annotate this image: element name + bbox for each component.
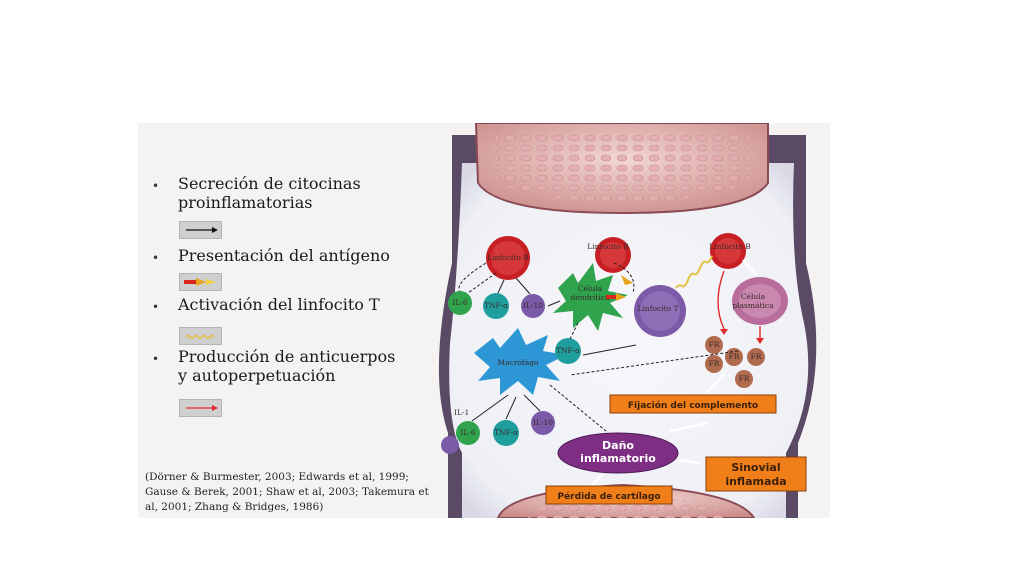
svg-text:FR: FR <box>709 340 720 349</box>
svg-text:TNF-α: TNF-α <box>494 428 518 437</box>
dano-inflamatorio-box: Daño inflamatorio <box>557 432 679 474</box>
production-arrows <box>717 270 761 338</box>
svg-text:inflamada: inflamada <box>725 475 786 488</box>
svg-text:IL-6: IL-6 <box>460 428 475 437</box>
legend-text-2: proinflamatorias <box>178 193 313 212</box>
macrofago: Macrófago <box>474 328 566 395</box>
citation-line: al, 2001; Zhang & Bridges, 1986) <box>145 501 324 513</box>
label-dendritica: dendrítica <box>571 293 610 302</box>
legend-swatch-activation <box>179 327 222 345</box>
svg-text:Pérdida de cartílago: Pérdida de cartílago <box>557 491 660 502</box>
fr-particle: FR <box>725 348 743 366</box>
fijacion-box: Fijación del complemento <box>609 394 777 414</box>
svg-text:FR: FR <box>751 352 762 361</box>
legend-item-secretion: Secreción de citocinas proinflamatorias <box>178 174 361 212</box>
label-il1: IL-1 <box>454 408 469 417</box>
svg-text:FR: FR <box>729 352 740 361</box>
legend-swatch-presentation <box>179 273 222 291</box>
label-linfocito-t: Linfocito T <box>637 304 678 313</box>
antigen-presentation-arrows <box>606 275 633 301</box>
linfocito-b-cell: Linfocito B <box>709 233 751 269</box>
svg-text:Daño: Daño <box>602 439 634 452</box>
label-macrofago: Macrófago <box>497 358 539 367</box>
activation-line <box>675 255 713 289</box>
cytokine-tnf: TNF-α <box>493 420 519 446</box>
arrows <box>458 262 739 432</box>
cytokine-il10: IL-10 <box>531 411 555 435</box>
legend-text: Activación del linfocito T <box>178 295 380 314</box>
citation: (Dörner & Burmester, 2003; Edwards et al… <box>145 470 445 515</box>
label-celula: Célula <box>741 292 766 301</box>
svg-text:inflamatorio: inflamatorio <box>580 452 656 465</box>
linfocito-b-cell: Linfocito B <box>587 237 631 273</box>
svg-text:FR: FR <box>739 374 750 383</box>
arrow-right-icon <box>186 227 218 233</box>
label-linfocito-b: Linfocito B <box>709 242 751 251</box>
fr-particle: FR <box>735 370 753 388</box>
label-celula: Célula <box>578 284 603 293</box>
label-plasmatica: plasmática <box>732 301 774 310</box>
label-linfocito-b: Linfocito B <box>487 253 529 262</box>
wavy-line-icon <box>185 334 215 340</box>
svg-text:TNF-α: TNF-α <box>484 301 508 310</box>
celula-plasmatica: Célula plasmática <box>732 277 788 325</box>
svg-text:Sinovial: Sinovial <box>731 461 780 474</box>
red-arrow-icon <box>186 405 218 411</box>
cytokine-il6: IL-6 <box>456 421 480 445</box>
antigen-presentation-icon <box>184 278 216 286</box>
white-arrows <box>589 259 757 488</box>
label-linfocito-b: Linfocito B <box>587 242 629 251</box>
legend-item-activation: Activación del linfocito T <box>178 295 380 314</box>
fr-particle: FR <box>705 336 723 354</box>
cytokine-tnf: TNF-α <box>555 338 581 364</box>
cytokine-il10: IL-10 <box>521 294 545 318</box>
legend-text: Presentación del antígeno <box>178 246 390 265</box>
linfocito-b-cell: Linfocito B <box>486 236 530 280</box>
svg-text:Fijación del complemento: Fijación del complemento <box>628 400 758 411</box>
svg-text:IL-10: IL-10 <box>523 301 543 310</box>
legend-swatch-secretion <box>179 221 222 239</box>
svg-text:FR: FR <box>709 359 720 368</box>
linfocito-t-cell: Linfocito T <box>634 285 686 337</box>
figure-panel: • Secreción de citocinas proinflamatoria… <box>138 123 830 518</box>
legend-item-presentation: Presentación del antígeno <box>178 246 390 265</box>
legend-bullet: • <box>152 300 160 314</box>
legend-bullet: • <box>152 179 160 193</box>
legend-bullet: • <box>152 352 160 366</box>
svg-text:IL-10: IL-10 <box>533 418 553 427</box>
legend-item-production: Producción de anticuerpos y autoperpetua… <box>178 347 395 385</box>
small-cell <box>441 436 459 454</box>
sinovial-inflamada-box: Sinovial inflamada <box>705 456 807 492</box>
svg-text:IL-6: IL-6 <box>452 298 467 307</box>
svg-text:TNF-α: TNF-α <box>556 346 580 355</box>
legend-text: Producción de anticuerpos <box>178 347 396 366</box>
citation-line: Gause & Berek, 2001; Shaw et al, 2003; T… <box>145 486 429 498</box>
legend-text: Secreción de citocinas <box>178 174 361 193</box>
joint-diagram: Linfocito B Linfocito B Linfocito B Célu… <box>438 123 817 518</box>
cytokine-tnf: TNF-α <box>483 293 509 319</box>
citation-line: (Dörner & Burmester, 2003; Edwards et al… <box>145 471 409 483</box>
legend-text-2: y autoperpetuación <box>178 366 336 385</box>
legend-bullet: • <box>152 251 160 265</box>
cytokine-il6: IL-6 <box>448 291 472 315</box>
fr-particle: FR <box>747 348 765 366</box>
perdida-cartilago-box: Pérdida de cartílago <box>545 485 673 505</box>
fr-particle: FR <box>705 355 723 373</box>
celula-dendritica: Célula dendrítica <box>553 263 628 331</box>
legend-swatch-production <box>179 399 222 417</box>
